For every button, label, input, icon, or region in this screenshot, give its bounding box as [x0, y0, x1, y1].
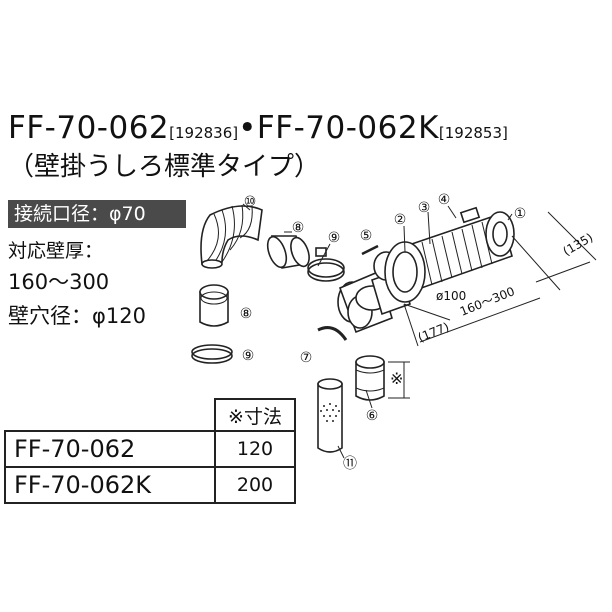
wall-thickness-label: 対応壁厚：: [8, 240, 104, 262]
terminal-pipe-part: [317, 378, 343, 453]
hose-clamp-part-upper: [307, 247, 345, 282]
table-cell-model: FF-70-062: [4, 430, 216, 468]
wall-thickness-range: 160～300: [8, 270, 110, 294]
table-header-row: ※寸法: [5, 398, 296, 432]
connection-diameter-badge: 接続口径：φ70: [8, 200, 186, 228]
page-subtitle: （壁掛うしろ標準タイプ）: [8, 152, 321, 182]
short-pipe-part: [355, 355, 385, 401]
part-label-4: ④: [438, 192, 451, 208]
part-label-7: ⑦: [300, 350, 313, 366]
table-cell-value: 200: [214, 466, 296, 504]
elbow-assembly: [337, 206, 515, 334]
dimension-mark: ※: [390, 369, 403, 388]
model-code-2: [192853]: [438, 124, 508, 142]
screw-part: [361, 244, 379, 256]
table-cell-model: FF-70-062K: [4, 466, 216, 504]
model-name-1: FF-70-062: [8, 110, 170, 146]
part-label-6: ⑥: [366, 408, 379, 424]
part-label-8-upper: ⑧: [292, 220, 305, 236]
wall-hole-diameter: 壁穴径：φ120: [8, 304, 146, 328]
part-label-5: ⑤: [360, 228, 373, 244]
leader-lines: [242, 203, 513, 459]
table-cell-value: 120: [214, 430, 296, 468]
ring-clip-part: [317, 326, 348, 341]
part-label-9-upper: ⑨: [328, 230, 341, 246]
part-label-10: ⑩: [244, 194, 257, 210]
sleeve-part-lower: [199, 284, 229, 327]
page-title: FF-70-062[192836]•FF-70-062K[192853]: [8, 110, 508, 146]
part-label-9-lower: ⑨: [242, 348, 255, 364]
model-code-1: [192836]: [169, 124, 239, 142]
part-label-2: ②: [394, 212, 407, 228]
dimension-phi100: ø100: [436, 289, 466, 303]
dimension-177: (177): [416, 320, 451, 345]
hose-clamp-part-lower: [191, 344, 233, 364]
part-label-11: ⑪: [343, 456, 357, 472]
part-label-1: ①: [514, 206, 527, 222]
dimension-table: ※寸法 FF-70-062 120 FF-70-062K 200: [4, 398, 296, 504]
table-header-dimension: ※寸法: [214, 398, 296, 432]
part-label-3: ③: [418, 200, 431, 216]
flexible-hose-part: [200, 204, 263, 269]
dimension-lines: [388, 211, 597, 399]
table-row: FF-70-062K 200: [4, 466, 296, 504]
sleeve-part-upper: [266, 235, 310, 269]
table-corner-cell: [5, 399, 216, 432]
table-row: FF-70-062 120: [4, 430, 296, 468]
dimension-160-300: 160～300: [458, 284, 517, 319]
model-name-2: FF-70-062K: [256, 110, 439, 146]
title-separator: •: [238, 110, 257, 146]
part-label-8-lower: ⑧: [240, 306, 253, 322]
